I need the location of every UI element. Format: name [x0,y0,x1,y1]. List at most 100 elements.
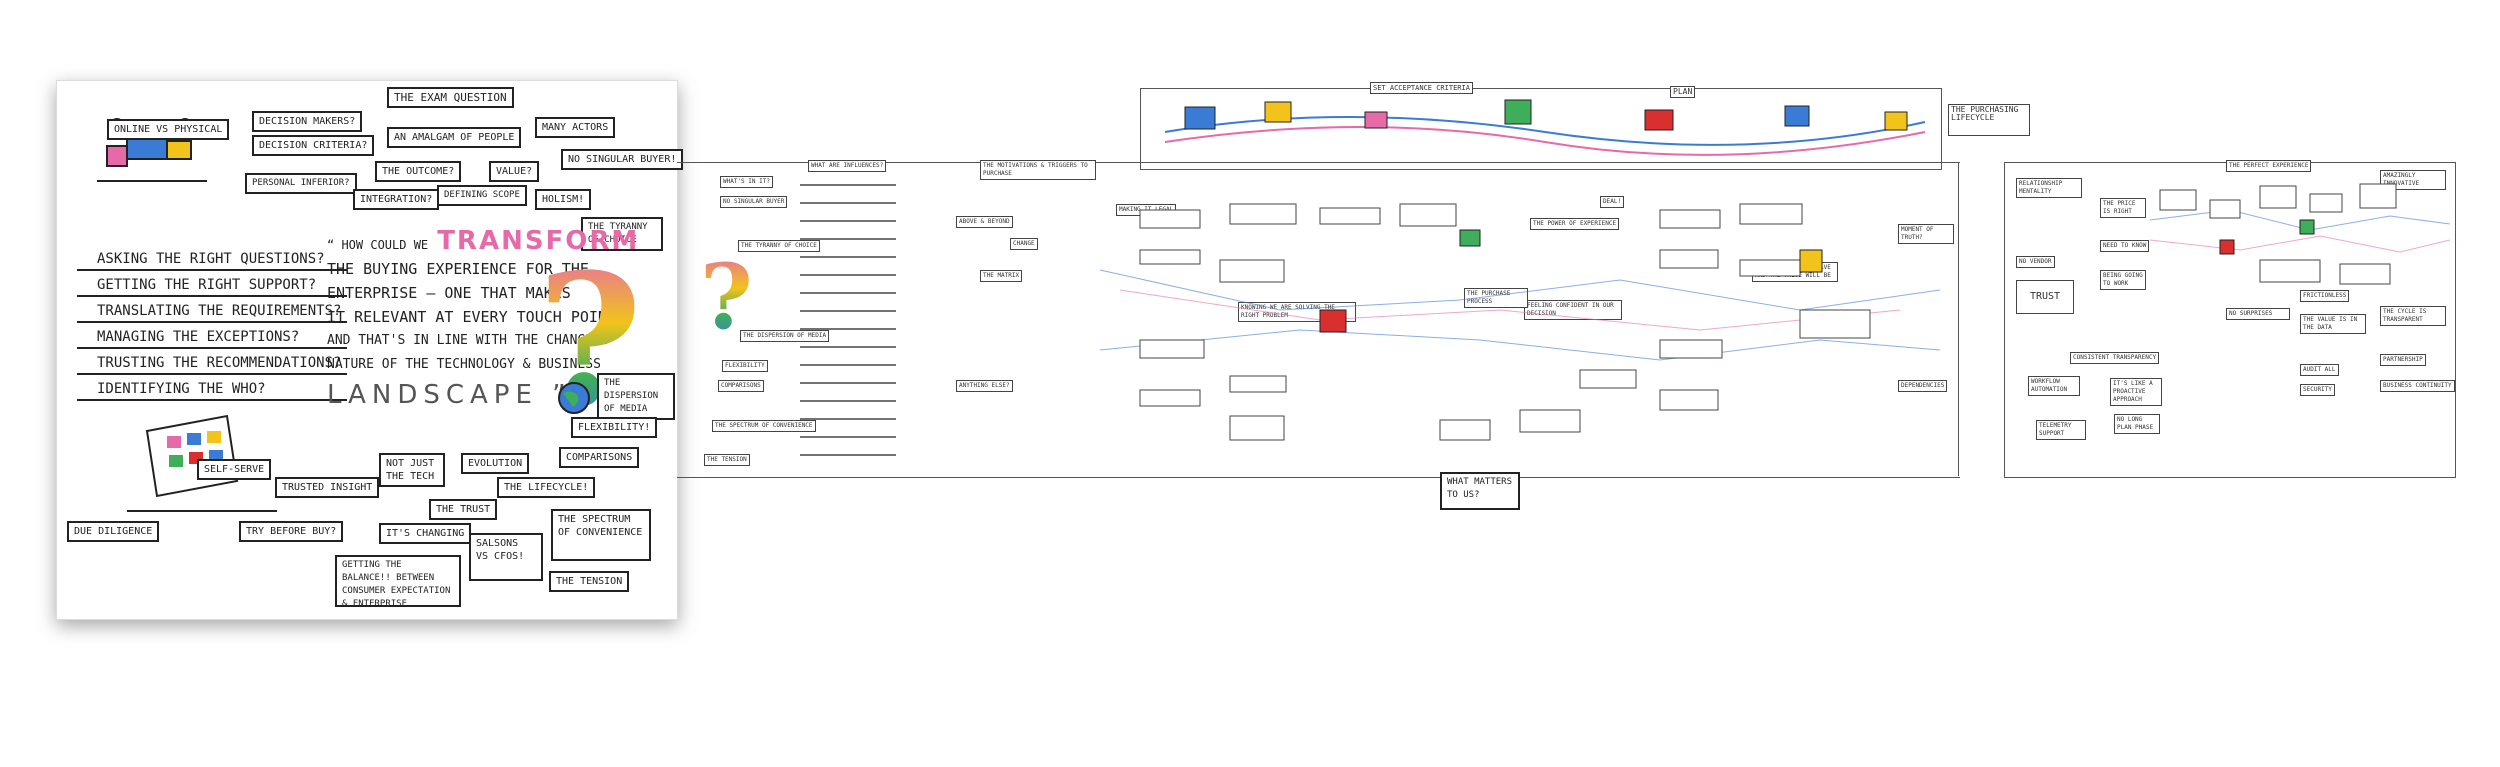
mid-change: Change [1010,238,1038,250]
mid-question-mark-icon: ? [700,244,753,350]
right-consistent-transparency: Consistent transparency [2070,352,2160,364]
globe-icon [558,382,590,414]
mid-header-motivations: The motivations & triggers to purchase [980,160,1096,180]
right-proactive: It's like a proactive approach [2110,378,2162,406]
right-audit-all: Audit all [2300,364,2339,376]
mid-spectrum: The spectrum of convenience [712,420,816,432]
its-changing-box: It's changing [379,523,472,544]
right-in-the-data: The value is in the data [2300,314,2366,334]
flexibility-box: Flexibility! [571,417,658,438]
question-3-underline [77,321,347,323]
left-panel: Online vs physical Decision makers? Deci… [56,80,684,620]
question-5: Trusting the recommendations? [97,355,342,371]
question-5-underline [77,373,347,375]
question-1: Asking the right questions? [97,251,325,267]
right-no-plan: No long plan phase [2114,414,2160,434]
right-header-perfect: The perfect experience [2226,160,2312,172]
personal-inferior-box: Personal inferior? [245,173,357,194]
question-4-underline [77,347,347,349]
right-no-surprises: No surprises [2226,308,2290,320]
right-panel-connections [2150,183,2450,285]
acceptance-criteria-box: Set acceptance criteria [1370,82,1473,94]
mid-tension: The tension [704,454,750,466]
the-spectrum-box: The spectrum of convenience [551,509,651,561]
lifecycle-header-box: The purchasing lifecycle [1948,104,2030,136]
top-strip-illustration [1164,99,1926,156]
comparisons-box: Comparisons [559,447,640,468]
right-price-right: The price is right [2100,198,2146,218]
right-telemetry: Telemetry support [2036,420,2086,440]
middle-panel-right-edge [1958,162,1959,476]
mid-dispersion: The dispersion of media [740,330,830,342]
mid-above-beyond: Above & beyond [956,216,1013,228]
mid-truth: Moment of truth? [1898,224,1954,244]
try-before-buy-box: Try before buy? [239,521,344,542]
influences-list [800,184,896,456]
right-cycle: The cycle is transparent [2380,306,2446,326]
middle-panel-connections [1100,203,1941,441]
mid-matrix: The matrix [980,270,1023,282]
the-tension-box: The tension [549,571,630,592]
holism-box: Holism! [535,189,592,210]
question-2: Getting the right support? [97,277,317,293]
middle-panel-frame [677,162,1960,478]
right-business-continuity: Business continuity [2380,380,2455,392]
right-frictionless: Frictionless [2300,290,2350,302]
top-strip [1140,88,1942,170]
right-partnership: Partnership [2380,354,2426,366]
main-quote: “ How could we TRANSFORM The buying expe… [327,226,640,410]
defining-scope-box: Defining scope [437,185,527,206]
quote-line-1: “ How could we TRANSFORM [327,226,640,256]
right-being-going: Being going to work [2100,270,2146,290]
quote-line-5: and that's in line with the changing [327,333,609,348]
mid-header-deal: Deal! [1600,196,1625,208]
not-just-tech-box: Not just the tech [379,453,445,487]
mid-dependencies: Dependencies [1898,380,1948,392]
outcome-box: The outcome? [375,161,462,182]
mid-flexibility: Flexibility [722,360,768,372]
trusted-insight-box: Trusted insight [275,477,380,498]
getting-balance-box: Getting the balance!! between consumer e… [335,555,461,609]
integration-box: Integration? [353,189,440,210]
mid-header-experience: The power of experience [1530,218,1620,230]
quote-line-2: The buying experience for the [327,260,589,278]
mid-singular-buyer: No singular buyer [720,196,788,208]
value-box: Value? [489,161,540,182]
right-trust-box: Trust [2016,280,2074,314]
question-6: Identifying the who? [97,381,266,397]
self-serve-box: Self-serve [197,459,272,480]
question-2-underline [77,295,347,297]
mid-header-influences: What are influences? [808,160,887,172]
question-6-underline [77,399,347,401]
quote-line-7: LANDSCAPE ” [327,380,572,410]
salsons-vs-cfos-box: Salsons vs CFOs! [469,533,543,581]
lifecycle-box: The lifecycle! [497,477,596,498]
mid-tyranny: The tyranny of choice [738,240,820,252]
due-diligence-box: Due diligence [67,521,160,542]
amalgam-box: An amalgam of people [387,127,522,148]
question-1-underline [77,269,347,271]
mid-comparisons: Comparisons [718,380,764,392]
tyranny-of-choice-box: The tyranny of choice [581,217,663,251]
decision-makers-box: Decision makers? [252,111,363,132]
plan-box: Plan [1670,86,1696,98]
many-actors-box: Many actors [535,117,616,138]
right-need-to-know: Need to know [2100,240,2150,252]
right-security: Security [2300,384,2335,396]
exam-question-box: The exam question [387,87,514,108]
quote-line-6: nature of the technology & business [327,357,601,372]
quote-line-4: it relevant at every touch point [327,308,616,326]
right-header-relationship: Relationship mentality [2016,178,2082,198]
the-trust-box: The trust [429,499,498,520]
evolution-box: Evolution [461,453,530,474]
decision-criteria-box: Decision criteria? [252,135,375,156]
right-workflow: Workflow automation [2028,376,2080,396]
online-vs-physical-box: Online vs physical [107,119,230,140]
question-4: Managing the exceptions? [97,329,300,345]
no-singular-buyer-box: No singular buyer! [561,149,684,170]
right-no-vendor: No vendor [2016,256,2055,268]
question-3: Translating the requirements? [97,303,342,319]
mid-anything-else: Anything else? [956,380,1013,392]
dispersion-of-media-box: The dispersion of media [597,373,675,420]
mid-process: The purchase process [1464,288,1528,308]
